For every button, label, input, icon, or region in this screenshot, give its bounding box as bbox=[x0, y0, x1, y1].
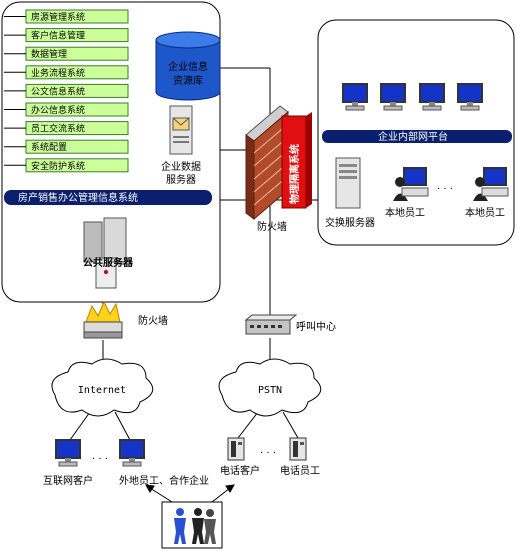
module-label: 员工交流系统 bbox=[31, 123, 85, 135]
module-list: 房源管理系统客户信息管理数据管理业务流程系统公文信息系统办公信息系统员工交流系统… bbox=[4, 9, 129, 173]
phone-client-label: 电话客户 bbox=[220, 464, 260, 477]
firewall-left-icon bbox=[83, 300, 123, 339]
monitor-icon bbox=[457, 83, 483, 111]
phone-dots: · · · bbox=[260, 448, 276, 459]
call-center-label: 呼叫中心 bbox=[296, 320, 336, 333]
module-label: 业务流程系统 bbox=[31, 67, 85, 79]
staff-dots: · · · bbox=[437, 184, 453, 195]
module-label: 公文信息系统 bbox=[31, 85, 85, 97]
intranet-platform-label: 企业内部网平台 bbox=[378, 130, 448, 143]
firewall-left-label: 防火墙 bbox=[138, 314, 168, 327]
staff-workstation-icon bbox=[393, 167, 429, 201]
intranet-monitors bbox=[342, 83, 483, 111]
monitor-icon bbox=[119, 439, 145, 467]
staff-workstation-icon bbox=[473, 167, 509, 201]
database-label-1: 企业信息 bbox=[168, 60, 208, 73]
phone-staff-icon bbox=[289, 437, 307, 461]
firewall-center-icon bbox=[245, 105, 289, 221]
local-staff-label-2: 本地员工 bbox=[465, 206, 505, 219]
phone-client-icon bbox=[227, 437, 245, 461]
firewall-center-label: 防火墙 bbox=[257, 220, 287, 233]
data-server-icon bbox=[169, 105, 193, 155]
management-system-label: 房产销售办公管理信息系统 bbox=[18, 191, 138, 204]
data-server-label-1: 企业数据 bbox=[161, 160, 201, 173]
local-staff-icons bbox=[393, 167, 509, 201]
exchange-server-label: 交换服务器 bbox=[325, 216, 375, 229]
module-label: 数据管理 bbox=[31, 48, 67, 60]
management-system-bar bbox=[4, 190, 212, 205]
client-dots: · · · bbox=[92, 454, 108, 465]
monitor-icon bbox=[55, 439, 81, 467]
call-center-switch-icon bbox=[244, 314, 298, 335]
internet-label: Internet bbox=[78, 385, 126, 396]
database-label-2: 资源库 bbox=[173, 74, 203, 87]
monitor-icon bbox=[419, 83, 445, 111]
pstn-cloud bbox=[218, 358, 322, 417]
local-staff-label-1: 本地员工 bbox=[385, 206, 425, 219]
exchange-server-icon bbox=[335, 157, 361, 209]
phone-staff-label: 电话员工 bbox=[280, 464, 320, 477]
intranet-platform-bar bbox=[322, 130, 512, 143]
client-monitors bbox=[55, 439, 145, 467]
internet-cloud bbox=[51, 358, 154, 417]
module-label: 办公信息系统 bbox=[31, 104, 85, 116]
external-staff-label: 外地员工、合作企业 bbox=[119, 474, 209, 487]
isolation-box bbox=[281, 112, 312, 209]
pstn-label: PSTN bbox=[258, 385, 282, 396]
internet-client-label: 互联网客户 bbox=[43, 474, 93, 487]
module-label: 安全防护系统 bbox=[31, 160, 85, 172]
isolation-label: 物理隔离系统 bbox=[288, 144, 301, 204]
people-icon bbox=[174, 508, 216, 544]
public-server-label: 公共服务器 bbox=[83, 256, 134, 269]
public-server-icon bbox=[83, 217, 127, 289]
module-label: 房源管理系统 bbox=[31, 11, 85, 23]
monitor-icon bbox=[380, 83, 406, 111]
module-label: 客户信息管理 bbox=[31, 30, 85, 42]
module-label: 系统配置 bbox=[31, 141, 67, 153]
monitor-icon bbox=[342, 83, 368, 111]
data-server-label-2: 服务器 bbox=[166, 173, 196, 186]
database-icon bbox=[155, 31, 221, 101]
